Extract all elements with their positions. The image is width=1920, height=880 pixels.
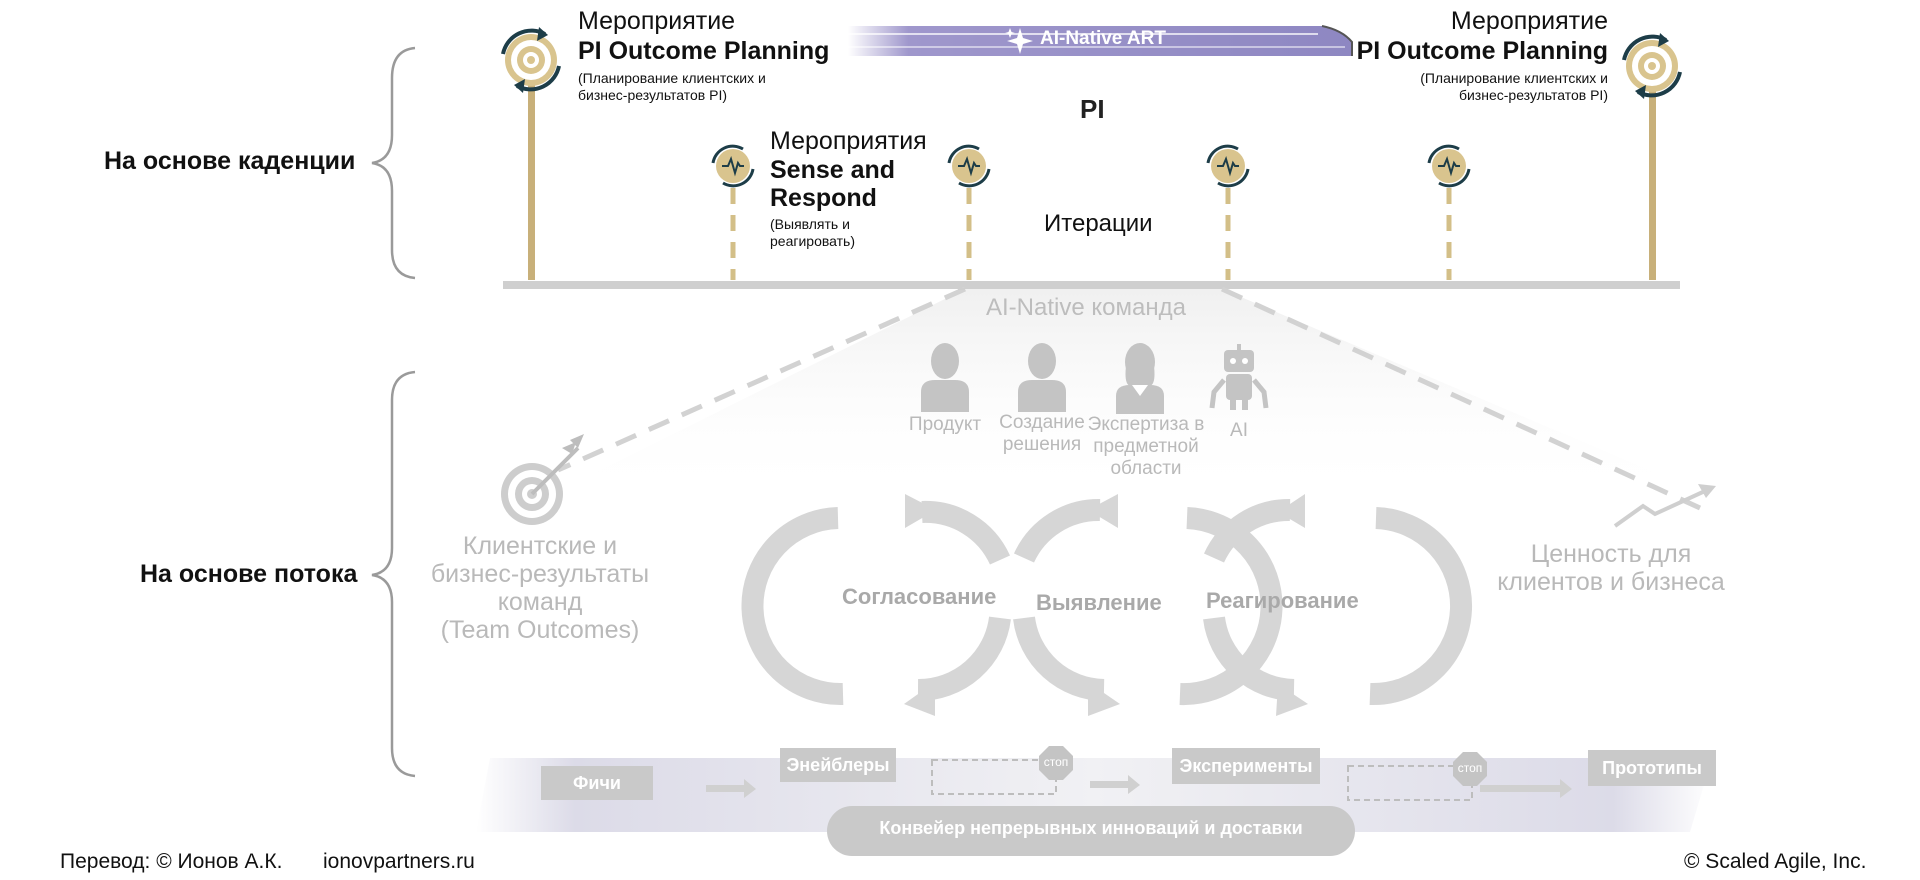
team-outcomes-line4: (Team Outcomes) bbox=[440, 616, 640, 644]
role-product-label: Продукт bbox=[908, 414, 982, 435]
stop-label-1: стоп bbox=[1043, 755, 1069, 769]
team-outcomes-line2: бизнес-результаты bbox=[430, 560, 650, 588]
stop-sign-icon-2 bbox=[1453, 752, 1487, 786]
pi-event-left-sub2: бизнес-результатов PI) bbox=[578, 87, 728, 103]
role-solution-line1: Создание bbox=[999, 412, 1085, 433]
art-banner bbox=[848, 25, 1353, 56]
footer-site: ionovpartners.ru bbox=[323, 850, 475, 873]
sense-respond-title: Мероприятия bbox=[770, 127, 927, 155]
pulse-sync-icon-4 bbox=[1427, 144, 1471, 188]
stop-label-2: стоп bbox=[1457, 761, 1483, 775]
pulse-sync-icon-1 bbox=[711, 144, 755, 188]
pi-event-left-title: Мероприятие bbox=[578, 7, 736, 35]
pi-event-left-sub1: (Планирование клиентских и bbox=[578, 70, 766, 86]
target-sync-icon-left bbox=[501, 27, 561, 93]
team-outcomes-label: Клиентские и бизнес-результаты команд (T… bbox=[420, 532, 660, 644]
pi-event-right-sub1: (Планирование клиентских и bbox=[1420, 70, 1608, 86]
role-solution-label: Создание решения bbox=[990, 412, 1094, 456]
team-label: AI-Native команда bbox=[986, 294, 1186, 321]
sense-respond-name-1: Sense and bbox=[770, 156, 896, 184]
role-ai-label: AI bbox=[1230, 420, 1248, 441]
pipeline-experiments: Эксперименты bbox=[1172, 748, 1320, 784]
stop-sign-icon-1 bbox=[1039, 746, 1073, 780]
pipeline-bar bbox=[827, 806, 1355, 856]
cycle-sensing-label: Выявление bbox=[1036, 590, 1162, 615]
role-domain-line1: Экспертиза в bbox=[1087, 414, 1205, 435]
role-domain-label: Экспертиза в предметной области bbox=[1086, 414, 1206, 480]
person-icon-solution bbox=[1018, 343, 1066, 412]
pi-event-right-sub2: бизнес-результатов PI) bbox=[1458, 87, 1608, 103]
cadence-brace bbox=[371, 46, 416, 280]
pipeline-enablers: Энейблеры bbox=[780, 748, 896, 782]
sparkle-icon bbox=[1005, 28, 1033, 54]
pipeline-features: Фичи bbox=[541, 766, 653, 800]
person-icon-domain-expert bbox=[1116, 343, 1164, 414]
cycle-aligning-label: Согласование bbox=[842, 584, 997, 609]
flow-brace bbox=[371, 370, 416, 778]
sense-respond-sub2: реагировать) bbox=[770, 233, 855, 249]
pi-event-right-title: Мероприятие bbox=[1450, 7, 1608, 35]
value-line2: клиентов и бизнеса bbox=[1497, 568, 1725, 596]
footer-copyright: © Scaled Agile, Inc. bbox=[1684, 850, 1867, 873]
value-label: Ценность для клиентов и бизнеса bbox=[1480, 540, 1742, 596]
pi-label: PI bbox=[1080, 94, 1105, 124]
timeline-bar bbox=[503, 281, 1680, 289]
iterations-label: Итерации bbox=[1044, 210, 1153, 237]
pi-event-right: Мероприятие PI Outcome Planning (Планиро… bbox=[1330, 6, 1608, 104]
role-solution-line2: решения bbox=[1002, 434, 1082, 455]
role-domain-line2: предметной bbox=[1093, 436, 1199, 457]
cadence-label: На основе каденции bbox=[104, 147, 356, 175]
growth-arrow-icon bbox=[1613, 484, 1716, 528]
value-line1: Ценность для bbox=[1530, 540, 1692, 568]
sense-respond-event: Мероприятия Sense and Respond (Выявлять … bbox=[770, 126, 927, 250]
team-outcomes-line1: Клиентские и bbox=[462, 532, 618, 560]
sense-respond-name-2: Respond bbox=[770, 184, 877, 212]
sense-respond-sub1: (Выявлять и bbox=[770, 216, 850, 232]
robot-icon-ai bbox=[1209, 344, 1269, 410]
footer-translation: Перевод: © Ионов А.К. bbox=[60, 850, 283, 873]
art-banner-label: AI-Native ART bbox=[1040, 28, 1166, 49]
pipeline-prototypes: Прототипы bbox=[1588, 750, 1716, 786]
pulse-sync-icon-2 bbox=[947, 144, 991, 188]
pi-event-left-name: PI Outcome Planning bbox=[578, 37, 830, 65]
pipeline-bar-label: Конвейер непрерывных инноваций и доставк… bbox=[879, 818, 1303, 838]
cycle-responding-label: Реагирование bbox=[1206, 588, 1359, 613]
target-sync-icon-right bbox=[1622, 33, 1682, 99]
flow-label: На основе потока bbox=[140, 560, 358, 588]
pulse-sync-icon-3 bbox=[1206, 144, 1250, 188]
team-outcomes-line3: команд bbox=[497, 588, 583, 616]
pi-event-right-name: PI Outcome Planning bbox=[1356, 37, 1608, 65]
role-domain-line3: области bbox=[1110, 458, 1182, 479]
pi-event-left: Мероприятие PI Outcome Planning (Планиро… bbox=[578, 6, 829, 104]
person-icon-product bbox=[921, 343, 969, 412]
target-arrow-icon bbox=[501, 434, 584, 525]
